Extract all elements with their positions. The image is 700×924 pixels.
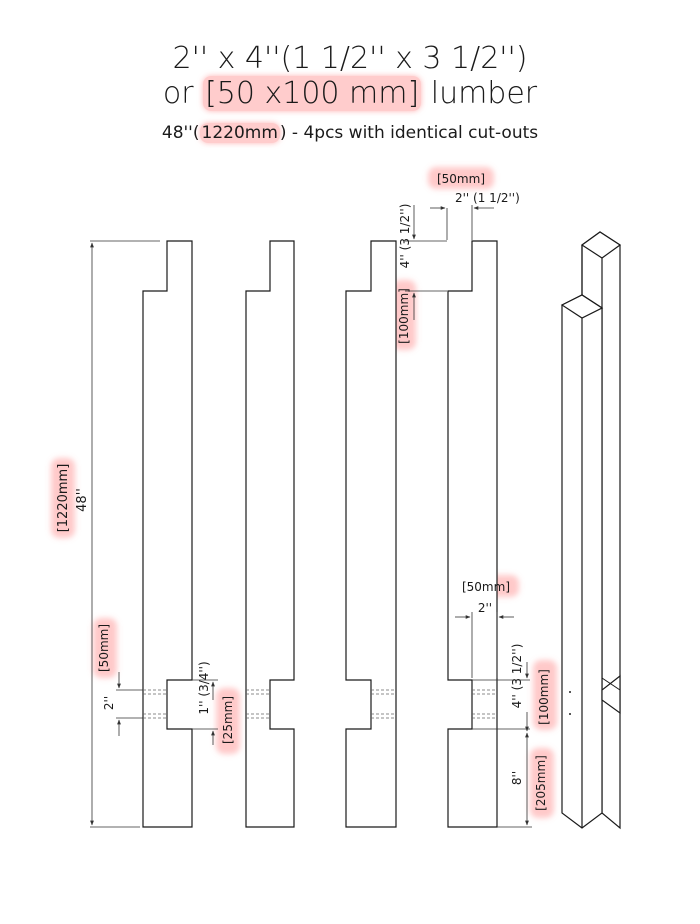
top-depth-mm: [100mm] (397, 288, 411, 344)
bottom-offset-mm: [205mm] (534, 755, 548, 811)
title-line-1: 2'' x 4''(1 1/2'' x 3 1/2'') (172, 41, 528, 76)
title-metric-highlight: [50 x100 mm] (203, 76, 422, 111)
board-3 (345, 240, 397, 828)
top-notch-dimensions: [50mm] 2'' (1 1/2'') 4'' (3 1/2'') [100m… (397, 172, 520, 344)
bottom-notch-dimensions: [50mm] 2'' 4'' (3 1/2'') [100mm] 8'' [20… (455, 580, 551, 828)
notch-depth-mm: [25mm] (221, 696, 235, 744)
isometric-board (560, 231, 622, 830)
title-prefix: or (162, 76, 204, 111)
top-width-mm: [50mm] (437, 172, 485, 186)
subtitle-metric-highlight: 1220mm (199, 123, 280, 143)
bottom-offset-inches: 8'' (510, 771, 524, 785)
bottom-depth-mm: [100mm] (537, 669, 551, 725)
board-2 (245, 240, 295, 828)
title-line-2: or [50 x100 mm] lumber (0, 76, 700, 111)
subtitle-prefix: 48''( (161, 123, 200, 143)
side-notch-dimensions: 2'' [50mm] 1'' (3/4'') [25mm] (97, 624, 235, 745)
length-inches-label: 48'' (75, 488, 90, 512)
subtitle: 48''(1220mm) - 4pcs with identical cut-o… (0, 123, 700, 143)
bottom-width-inches: 2'' (478, 601, 492, 615)
top-width-inches: 2'' (1 1/2'') (455, 191, 520, 205)
notch-depth-inches: 1'' (3/4'') (197, 661, 211, 714)
subtitle-suffix: ) - 4pcs with identical cut-outs (279, 123, 539, 143)
length-mm-label: [1220mm] (56, 464, 71, 533)
bottom-depth-inches: 4'' (3 1/2'') (510, 644, 524, 709)
bottom-width-mm: [50mm] (462, 580, 510, 594)
notch-height-inches: 2'' (102, 696, 116, 710)
board-4 (447, 240, 498, 828)
length-dimension: 48'' [1220mm] (56, 240, 160, 828)
top-depth-inches: 4'' (3 1/2'') (398, 204, 412, 269)
board-1 (142, 240, 193, 828)
title-suffix: lumber (421, 76, 538, 111)
notch-height-mm: [50mm] (97, 624, 111, 672)
